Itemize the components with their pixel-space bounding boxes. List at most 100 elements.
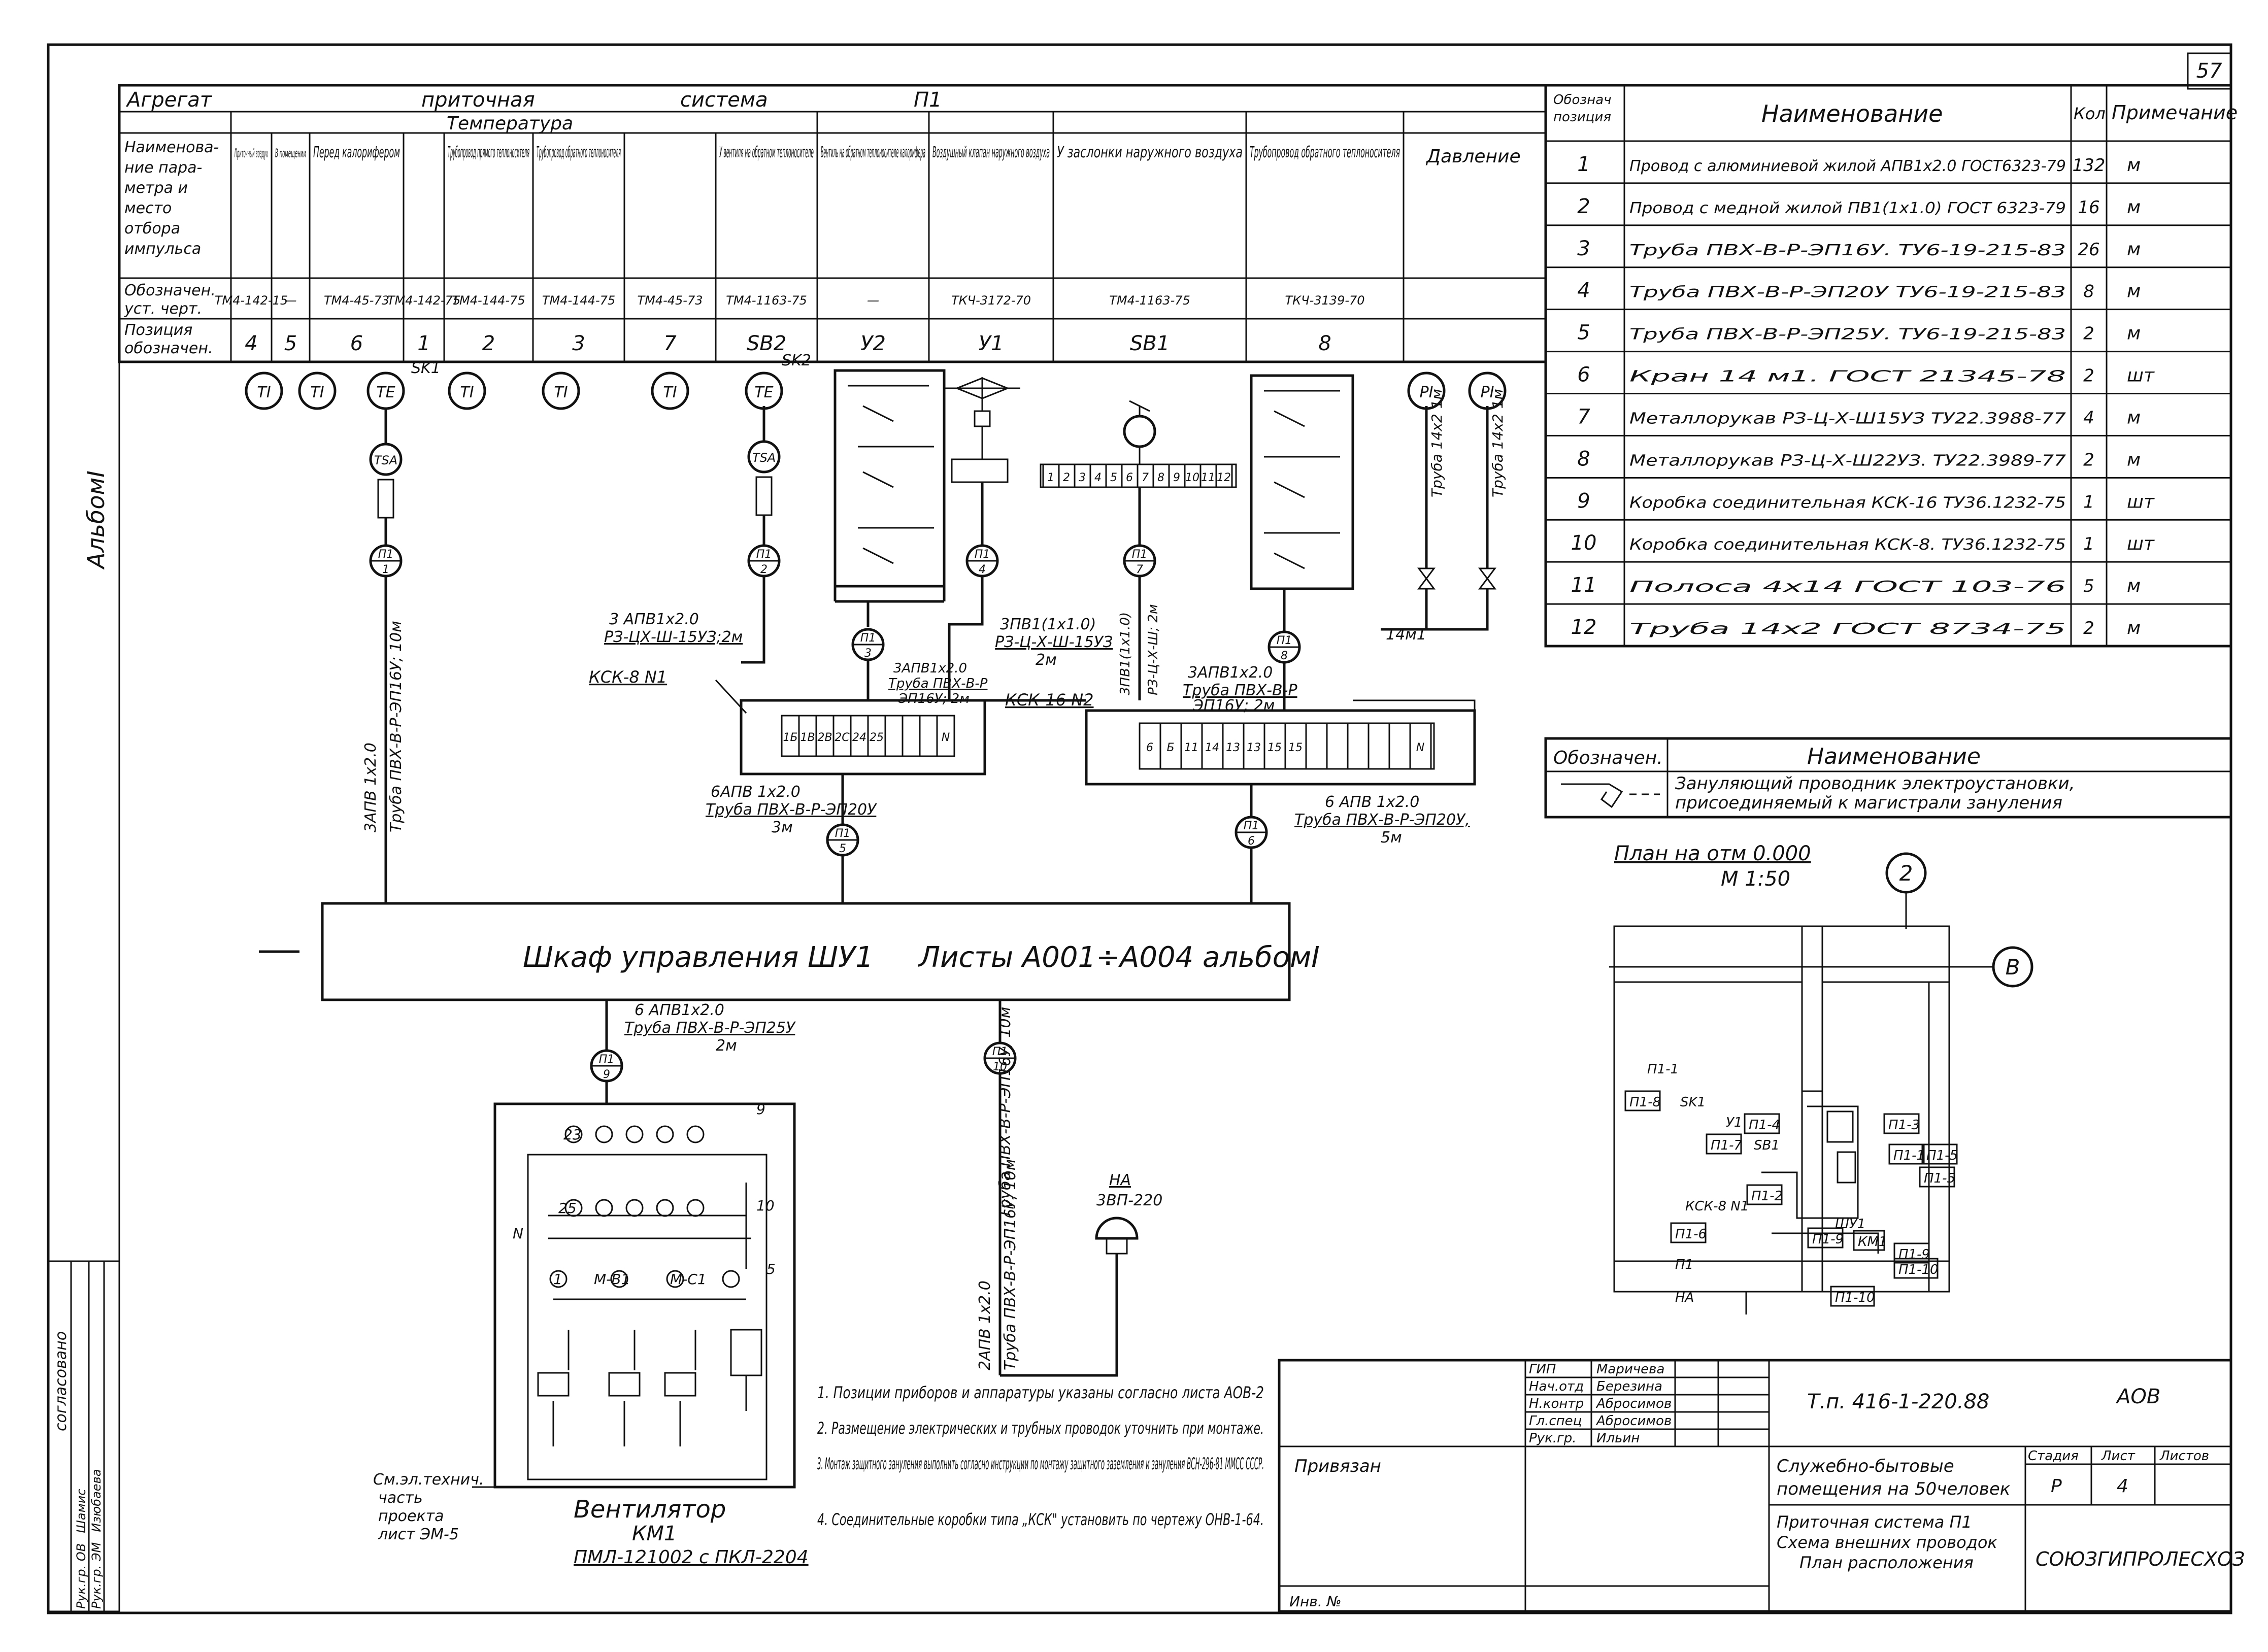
tb-role-0: ГИП	[1529, 1362, 1556, 1377]
col-pos-6: 7	[663, 332, 677, 355]
col-code-2: ТМ4-45-73	[324, 293, 389, 308]
tb-h-sheet: Лист	[2101, 1448, 2136, 1464]
cab-h3: 2м	[716, 1037, 737, 1055]
ksk16-terminal-1: Б	[1166, 741, 1174, 754]
plan-label-17: КМ1	[1858, 1234, 1887, 1250]
circle-p1_8-top: П1	[1277, 634, 1292, 647]
cab-a2: РЗ-ЦХ-Ш-15УЗ;2м	[604, 628, 743, 646]
system-code: П1	[914, 88, 942, 112]
tb-role-4: Рук.гр.	[1529, 1431, 1576, 1446]
circle-p1_8-bottom: 8	[1281, 650, 1288, 662]
cab-b: 3ПВ1(1х1.0)	[1000, 616, 1096, 633]
col-code-10: ТМ4-1163-75	[1109, 293, 1190, 308]
fan-node-6: 5	[766, 1261, 776, 1277]
circle-p1_4-top: П1	[975, 548, 990, 561]
spec-note-1: м	[2127, 197, 2141, 218]
mid-terminal-10: 11	[1201, 471, 1215, 484]
instrument-ti-5: TI	[663, 384, 677, 401]
ksk-8-box	[740, 699, 986, 776]
plan-label-2: SK1	[1680, 1095, 1706, 1110]
tb-sys3: План расположения	[1799, 1553, 1974, 1572]
plan-label-7: П1-3	[1888, 1118, 1920, 1133]
instrument-te-6: TE	[754, 384, 773, 401]
col-pos-2: 6	[350, 332, 363, 355]
mid-terminal-8: 9	[1173, 471, 1180, 484]
circle-p1_10-top: П1	[992, 1046, 1008, 1058]
approval-r1: Рук.гр. ОВШамис	[74, 1489, 88, 1609]
col-name-11: Трубопровод обратного теплоносителя	[1250, 144, 1400, 161]
circle-p1_4-bottom: 4	[979, 563, 986, 576]
fan-node-3: 1	[553, 1271, 562, 1288]
cab-i: Труба ПВХ-В-Р-ЭП16У, 10м	[996, 1007, 1014, 1218]
legend-table: Обозначен. Наименование Зануляющий прово…	[1544, 737, 2232, 819]
cab-g3: 5м	[1381, 829, 1402, 847]
circle-p1_1-bottom: 1	[382, 563, 389, 576]
plan-label-15: П1	[1675, 1257, 1693, 1272]
tb-doc: Т.п. 416-1-220.88	[1807, 1390, 1989, 1413]
spec-note-2: м	[2127, 239, 2141, 260]
cab-e3: ЭП16У; 2м	[1192, 697, 1275, 715]
plan-title: План на отм 0.000	[1614, 842, 1811, 865]
circle-p1_6-bottom: 6	[1248, 835, 1255, 848]
col-name-8: Вентиль на обратном теплоносителе калори…	[821, 144, 925, 161]
spec-name-3: Труба ПВХ-В-Р-ЭП20У ТУ6-19-215-83	[1629, 284, 2066, 301]
col-code-7: ТМ4-1163-75	[726, 293, 807, 308]
fan-node-5: M-C1	[670, 1271, 707, 1288]
cabinet-ref: Листы А001÷А004 альбомI	[918, 941, 1320, 974]
circle-p1_7-top: П1	[1132, 548, 1148, 561]
plan-label-16: П1-9	[1812, 1232, 1844, 1247]
ksk8-terminal-9: N	[942, 731, 950, 744]
plan-label-12: П1-2	[1751, 1189, 1783, 1204]
col-code-6: ТМ4-45-73	[637, 293, 703, 308]
cab-j: 2АПВ 1х2.0	[976, 1280, 994, 1370]
circle-p1_3-top: П1	[860, 632, 876, 645]
plan-label-11: КСК-8 N1	[1685, 1199, 1749, 1214]
pipe2: Труба 14х21м	[1489, 389, 1506, 497]
ksk16-terminal-5: 13	[1247, 741, 1261, 754]
parameters-table: Агрегат приточная система П1 Температура…	[118, 84, 1547, 363]
tb-role-3: Гл.спец	[1529, 1413, 1582, 1429]
system-title: приточная	[421, 88, 535, 112]
page-number-box	[2187, 52, 2232, 90]
col-code-1: —	[285, 293, 297, 308]
spec-pos-10: 11	[1571, 574, 1597, 597]
group-temperature: Температура	[447, 113, 573, 134]
col-pos-10: SB1	[1130, 332, 1170, 355]
spec-pos-1: 2	[1577, 195, 1590, 218]
cab-f: 6АПВ 1х2.0	[711, 783, 801, 801]
col-pos-5: 3	[572, 332, 585, 355]
plan-label-8: П1-1	[1893, 1148, 1925, 1163]
row-code: Обозначен.уст. черт.	[124, 282, 216, 318]
col-pos-1: 5	[284, 332, 297, 355]
cab-h2: Труба ПВХ-В-Р-ЭП25У	[624, 1019, 796, 1037]
col-pos-3: 1	[417, 332, 430, 355]
spec-h-note: Примечание	[2112, 102, 2238, 124]
col-name-4: Трубопровод прямого теплоносителя	[448, 144, 529, 161]
spec-pos-7: 8	[1577, 447, 1590, 470]
cab-c3: ЭП16У; 2м	[898, 691, 970, 706]
tb-sys1: Приточная система П1	[1777, 1512, 1972, 1532]
ksk16-terminal-3: 14	[1205, 741, 1219, 754]
plan-label-14: ШУ1	[1835, 1217, 1865, 1232]
spec-pos-11: 12	[1571, 616, 1597, 639]
tb-inv: Инв. №	[1289, 1593, 1342, 1610]
instrument-te-2: TE	[376, 384, 395, 401]
approval-r2: Рук.гр. ЭМИзюбаева	[89, 1469, 104, 1609]
circle-p1_2-top: П1	[756, 548, 772, 561]
tb-sys2: Схема внешних проводок	[1777, 1533, 1997, 1552]
tb-name-0: Маричева	[1596, 1362, 1664, 1377]
circle-p1_5-top: П1	[835, 827, 851, 840]
circle-p1_2-bottom: 2	[760, 563, 768, 576]
col-pos-4: 2	[482, 332, 495, 355]
col-code-8: —	[867, 293, 879, 308]
cab-e: 3АПВ1х2.0	[1188, 664, 1273, 682]
col-name-7: У вентиля на обратном теплоносителе	[719, 144, 814, 161]
col-pos-11: 8	[1318, 332, 1331, 355]
cab-h: 6 АПВ1х2.0	[635, 1001, 724, 1019]
mid-terminal-5: 6	[1126, 471, 1133, 484]
